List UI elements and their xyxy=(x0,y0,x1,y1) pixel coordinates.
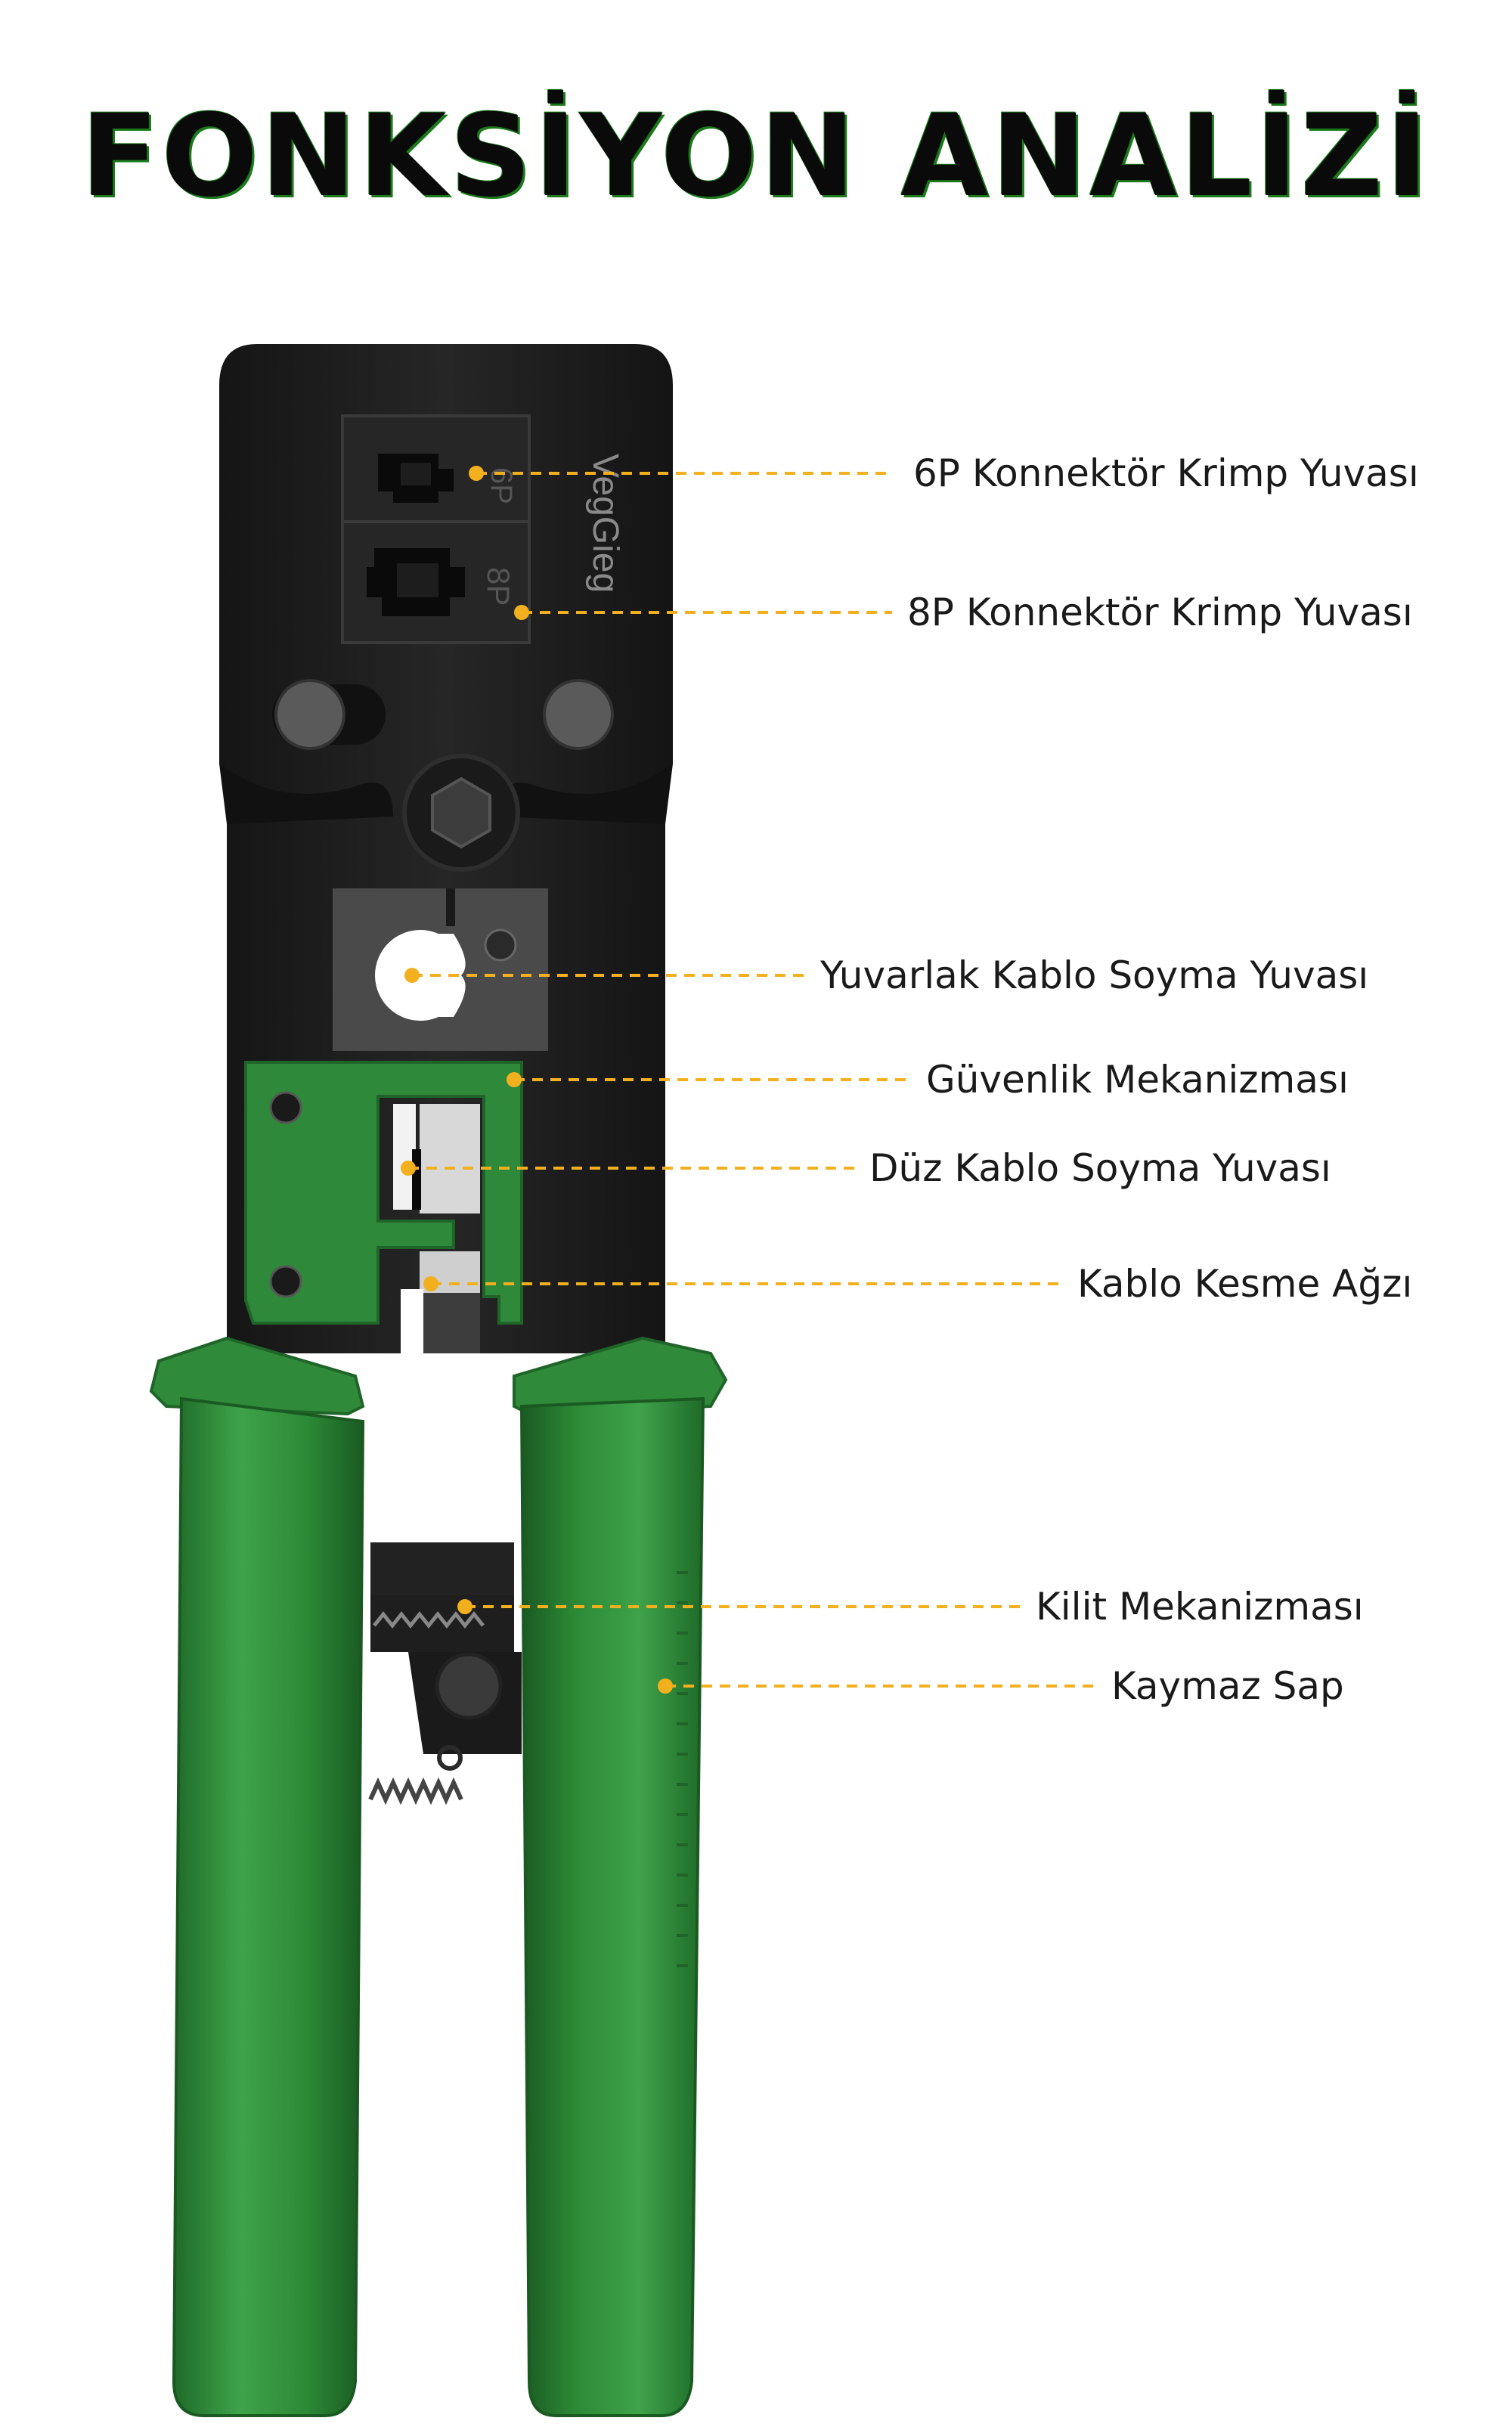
right-pivot-pin xyxy=(543,679,614,750)
hex-bolt xyxy=(431,776,491,849)
label-grip-handle: Kaymaz Sap xyxy=(1111,1664,1344,1708)
left-handle-cap xyxy=(149,1336,365,1416)
round-stripper-slit xyxy=(446,888,455,926)
lock-screw xyxy=(269,1265,302,1298)
label-safety-lock: Güvenlik Mekanizması xyxy=(926,1058,1349,1102)
grip-ridges xyxy=(677,1571,688,1967)
dot-safety-lock xyxy=(507,1072,522,1087)
dot-grip-handle xyxy=(658,1678,673,1694)
grip-handle[interactable] xyxy=(519,1396,705,2417)
callout-dots xyxy=(401,466,673,1694)
slot-8p-label: 8P xyxy=(481,567,516,606)
label-round-stripper: Yuvarlak Kablo Soyma Yuvası xyxy=(820,953,1369,997)
brand-logo: VegGieg xyxy=(585,454,625,593)
dot-6p xyxy=(469,466,484,481)
ratchet-plate xyxy=(370,1542,514,1595)
dot-round-stripper xyxy=(404,968,420,983)
safety-lock[interactable] xyxy=(244,1061,523,1325)
ratchet-pivot xyxy=(435,1652,503,1720)
spring xyxy=(368,1777,463,1806)
dot-cutter xyxy=(423,1276,438,1291)
label-lock-mechanism: Kilit Mekanizması xyxy=(1036,1585,1364,1629)
label-8p-slot: 8P Konnektör Krimp Yuvası xyxy=(907,590,1413,634)
spring-ring xyxy=(437,1745,463,1771)
lock-screw xyxy=(269,1091,302,1124)
head-notch xyxy=(499,764,673,824)
block-screw xyxy=(484,928,517,962)
8p-slot[interactable] xyxy=(367,548,465,616)
cutter[interactable] xyxy=(401,1251,480,1353)
right-handle-cap xyxy=(513,1336,728,1416)
6p-slot[interactable] xyxy=(378,454,454,503)
label-flat-stripper: Düz Kablo Soyma Yuvası xyxy=(869,1146,1331,1190)
dot-lock-mechanism xyxy=(457,1599,472,1614)
dot-8p xyxy=(514,605,529,620)
dot-flat-stripper xyxy=(401,1161,416,1176)
left-pivot-pin xyxy=(274,679,345,750)
callout-leaders xyxy=(408,472,1096,1688)
label-6p-slot: 6P Konnektör Krimp Yuvası xyxy=(913,451,1419,495)
flat-stripper[interactable] xyxy=(393,1104,480,1214)
lock-mechanism[interactable] xyxy=(370,1595,514,1652)
label-cutter: Kablo Kesme Ağzı xyxy=(1077,1262,1413,1306)
page-title: FONKSİYON ANALİZİ xyxy=(81,91,1431,222)
head-notch xyxy=(219,764,393,824)
left-handle[interactable] xyxy=(172,1396,365,2417)
